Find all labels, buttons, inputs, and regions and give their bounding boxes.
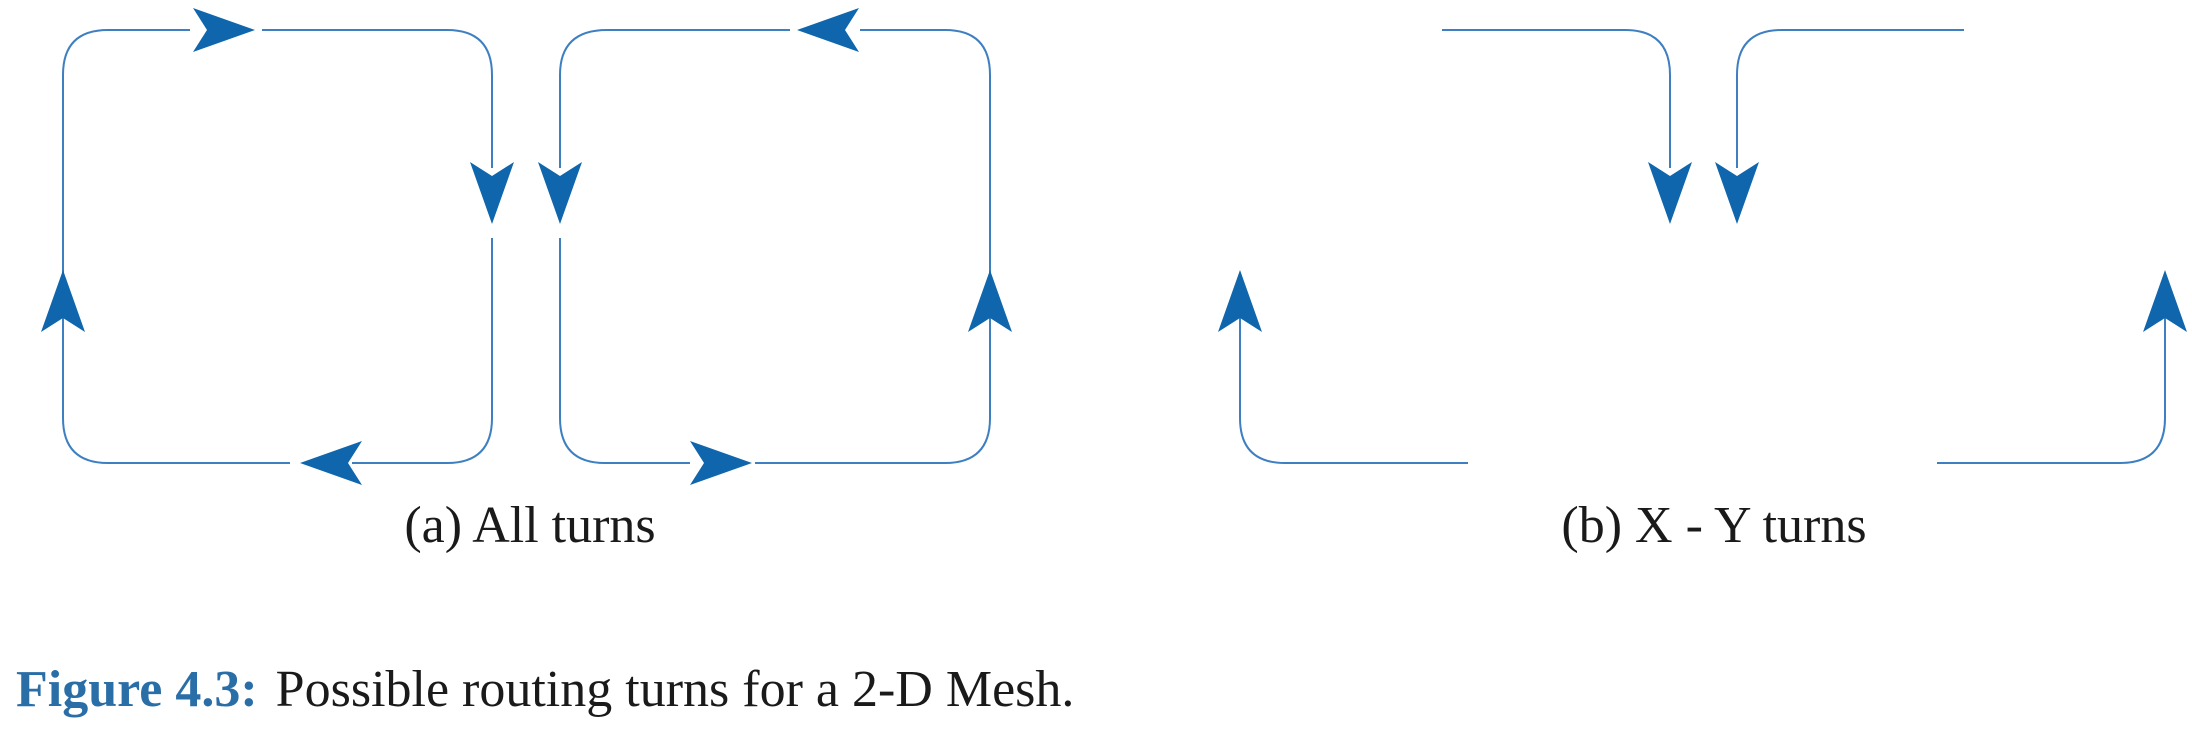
arrowhead-icon [797,8,859,52]
arrowhead-icon [193,8,255,52]
arrowhead-icon [470,162,514,224]
turn-path-right-bottom [352,238,493,464]
turn-path-east-north [1937,280,2166,464]
clockwise-loop [41,8,514,485]
subfigure-a-all-turns [41,8,1012,485]
turn-path-top-left [559,29,790,168]
subfigure-b-caption: (b) X - Y turns [1561,497,1867,554]
counter-clockwise-loop [538,8,1012,485]
turn-path-west-south [1736,29,1964,168]
turn-path-right-top [860,29,991,258]
turn-path-bottom-left [62,258,290,464]
turn-path-left-top [62,29,190,258]
turn-path-east-south [1442,29,1671,168]
arrowhead-icon [538,162,582,224]
subfigure-b-xy-turns [1218,29,2187,464]
turn-path-top-right [262,29,493,168]
figure-caption-text: Possible routing turns for a 2-D Mesh. [275,661,1075,718]
turn-path-west-north [1239,280,1468,464]
turn-path-bottom-right [755,258,991,464]
subfigure-a-caption: (a) All turns [404,497,656,554]
figure-caption: Figure 4.3: Possible routing turns for a … [16,664,1074,716]
figure-label: Figure 4.3: [16,661,258,718]
turn-path-left-bottom [559,238,690,464]
arrowhead-icon [1715,162,1759,224]
arrowhead-icon [690,441,752,485]
arrowhead-icon [1648,162,1692,224]
